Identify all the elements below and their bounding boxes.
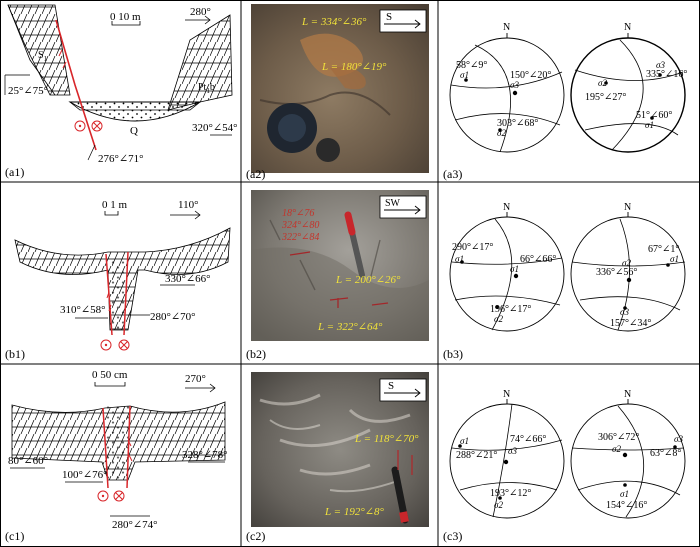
a3-s3-name-1: σ3 [510,80,519,90]
c2-lineation-1: L = 118°∠70° [354,433,419,445]
c3-s1-att-1: 288°∠21° [456,450,497,461]
b1-att-left: 310°∠58° [60,304,106,316]
c3-north-2: N [624,389,631,400]
a3-s2-att-2: 195°∠27° [585,92,626,103]
b3-north-2: N [624,202,631,213]
a1-att-right: 320°∠54° [192,122,238,134]
b3-s2-att-1: 196°∠17° [490,304,531,315]
b2-handwritten-2: 324°∠80 [281,220,319,231]
c3-s2-name-2: σ1 [620,489,629,499]
a1-unit-right: Pt1b [198,82,215,95]
c1-att-left: 80°∠60° [8,455,48,467]
panel-a3-stereonets [449,33,686,153]
a3-s1-name-2: σ1 [645,120,654,130]
c1-scale: 0 50 cm [92,369,128,381]
c3-north-1: N [503,389,510,400]
b2-lineation-1: L = 200°∠26° [335,274,401,286]
c2-direction: S [388,380,394,392]
b3-s1-att-1: 290°∠17° [452,242,493,253]
c3-s3-att-1: 74°∠66° [510,434,546,445]
b3-s3-name-1: σ1 [510,264,519,274]
panel-a1-section [4,4,233,161]
b3-s1-att-2: 67°∠1° [648,244,679,255]
c1-att-right: 328°∠78° [182,449,228,461]
a2-label: (a2) [246,167,265,181]
b1-att-right: 330°∠66° [165,273,211,285]
c3-s1-att-2: 306°∠72° [598,432,639,443]
c2-label: (c2) [246,529,265,543]
a1-direction: 280° [190,6,211,18]
a3-s2-name-1: σ2 [497,128,506,138]
b2-direction: SW [385,198,401,209]
a1-att-left: 25°∠75° [8,85,48,97]
a2-lineation-1: L = 334°∠36° [301,16,367,28]
b2-label: (b2) [246,347,266,361]
panel-c2-photo [251,372,429,527]
c3-label: (c3) [443,529,462,543]
b2-handwritten-1: 18°∠76 [282,208,314,219]
c3-s3-name-2: σ3 [674,434,683,444]
c3-s1-name-1: σ1 [460,436,469,446]
a3-north-2: N [624,22,631,33]
a1-label: (a1) [5,165,24,179]
panel-c3-stereonets [449,399,686,519]
b3-s1-name-2: σ1 [670,254,679,264]
a1-att-fault: 276°∠71° [98,153,144,165]
b3-points [460,260,670,310]
c1-label: (c1) [5,529,24,543]
c2-lineation-2: L = 192°∠8° [324,506,384,518]
c3-s1-name-2: σ2 [612,444,621,454]
a1-fill-label: Q [130,125,138,137]
a3-s1-att-1: 58°∠9° [456,60,487,71]
b1-scale: 0 1 m [102,199,128,211]
b3-s2-att-2: 336°∠56° [596,267,637,278]
a3-s2-name-2: σ2 [598,78,607,88]
b3-s2-name-2: σ2 [622,258,631,268]
c3-s2-name-1: σ2 [494,500,503,510]
c1-att-fault: 280°∠74° [112,519,158,531]
a2-direction: S [386,11,392,23]
c1-direction: 270° [185,373,206,385]
b1-direction: 110° [178,199,199,211]
c3-s2-att-1: 193°∠12° [490,488,531,499]
panel-a2-photo [251,4,429,173]
a2-lineation-2: L = 180°∠19° [321,61,387,73]
a3-s1-name-1: σ1 [460,70,469,80]
c3-points [458,444,677,500]
b3-label: (b3) [443,347,463,361]
a3-s1-att-2: 51°∠60° [636,110,672,121]
a3-s3-att-1: 150°∠20° [510,70,551,81]
b1-att-fault: 280°∠70° [150,311,196,323]
a1-scale: 0 10 m [110,11,141,23]
a3-s3-name-2: σ3 [656,60,665,70]
panel-b3-stereonets [449,212,686,332]
c3-s3-att-2: 63°∠8° [650,448,681,459]
c3-s2-att-2: 154°∠16° [606,500,647,511]
b1-label: (b1) [5,347,25,361]
panel-b1-section [14,210,231,351]
c3-s3-name-1: σ3 [508,446,517,456]
b3-s3-name-2: σ3 [620,307,629,317]
a1-unit-left: S1 [38,50,48,63]
b3-s3-att-2: 157°∠34° [610,318,651,329]
a3-north-1: N [503,22,510,33]
c1-att-mid: 100°∠76° [62,469,108,481]
b3-s3-att-1: 66°∠66° [520,254,556,265]
panel-b2-photo [251,190,429,341]
a3-s3-att-2: 335°∠16° [646,69,687,80]
b3-north-1: N [503,202,510,213]
a3-points [464,73,662,132]
a3-label: (a3) [443,167,462,181]
b3-s2-name-1: σ2 [494,314,503,324]
b2-handwritten-3: 322°∠84 [281,232,319,243]
b2-lineation-2: L = 322°∠64° [317,321,383,333]
panel-c1-section [10,382,226,517]
a3-s2-att-1: 303°∠68° [497,118,538,129]
b3-s1-name-1: σ1 [455,254,464,264]
